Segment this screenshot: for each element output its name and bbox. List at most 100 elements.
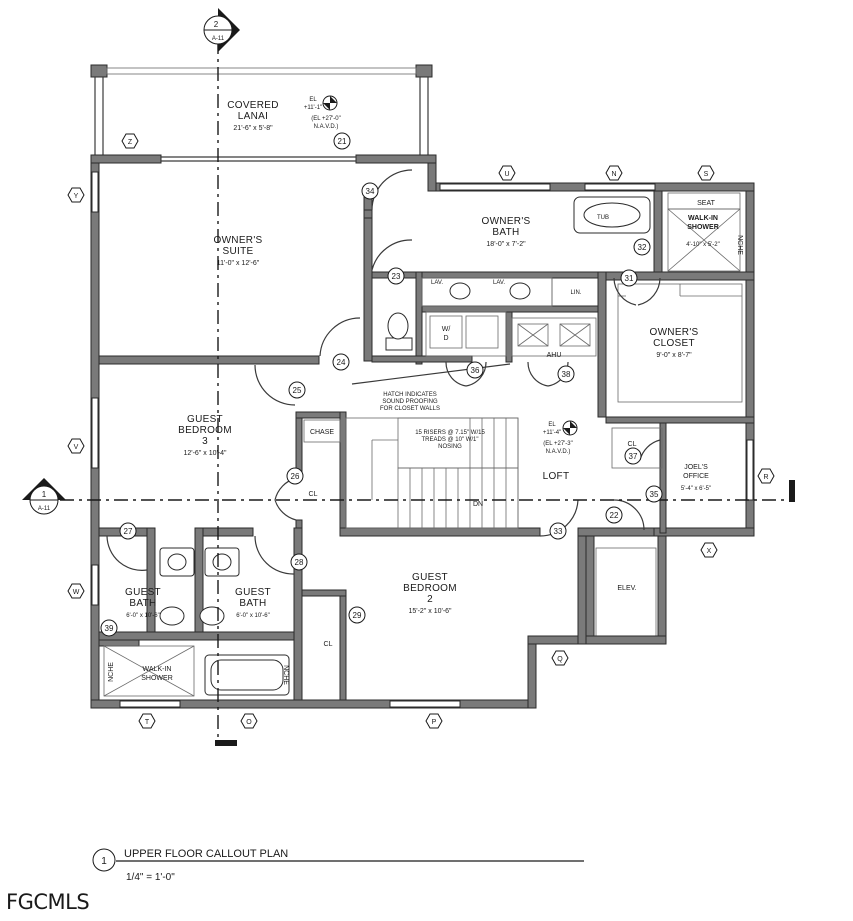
svg-text:O: O [246, 719, 252, 726]
door-tag-39: 39 [100, 619, 118, 637]
door-tag-29: 29 [348, 606, 366, 624]
door-swings [106, 169, 661, 575]
grid-tag-u: U [498, 165, 516, 181]
grid-tag-z: Z [121, 133, 139, 149]
svg-text:+11'-4": +11'-4" [543, 430, 561, 436]
svg-text:P: P [432, 719, 437, 726]
svg-text:WALK-IN: WALK-IN [143, 666, 172, 673]
svg-text:11'-0" x 12'-6": 11'-0" x 12'-6" [217, 260, 260, 267]
svg-text:5'-4" x 6'-5": 5'-4" x 6'-5" [681, 486, 711, 492]
svg-text:34: 34 [366, 187, 375, 196]
svg-text:35: 35 [650, 490, 659, 499]
svg-text:Q: Q [557, 656, 563, 663]
grid-tag-t: T [138, 713, 156, 729]
svg-text:OWNER'S: OWNER'S [213, 235, 262, 246]
door-tag-24: 24 [332, 353, 350, 371]
grid-tag-q: Q [551, 650, 569, 666]
elevation-note-upper: EL +11'-1" (EL +27'-0" N.A.V.D.) [304, 95, 341, 130]
svg-text:LOFT: LOFT [543, 471, 570, 482]
svg-text:N.A.V.D.): N.A.V.D.) [314, 124, 339, 130]
seat-label: SEAT [697, 200, 715, 207]
fixtures: TUB SEAT NCHE LAV. LAV. LIN. W/ D AHU [103, 192, 743, 697]
room-owners-bath: OWNER'S BATH 18'-0" x 7'-2" [481, 216, 530, 248]
svg-text:CLOSET: CLOSET [653, 338, 695, 349]
svg-text:BATH: BATH [239, 598, 266, 609]
title-text: UPPER FLOOR CALLOUT PLAN [124, 848, 288, 860]
section-marker-left: 1 A-11 [22, 478, 66, 515]
svg-text:21'-6" x 5'-8": 21'-6" x 5'-8" [233, 125, 273, 132]
closet-label-3: CL [628, 441, 637, 448]
niche-label-guest-shower: NCHE [108, 662, 115, 682]
svg-text:15'-2" x 10'-6": 15'-2" x 10'-6" [408, 608, 452, 615]
tub-label: TUB [597, 215, 609, 221]
lav-label-1: LAV. [431, 280, 443, 286]
section-end-bottom [215, 740, 237, 746]
closet-label-2: CL [324, 641, 333, 648]
grid-tag-w: W [67, 583, 85, 599]
svg-text:TREADS @ 10" W/1": TREADS @ 10" W/1" [421, 437, 478, 443]
grid-tag-y: Y [67, 187, 85, 203]
svg-text:SUITE: SUITE [223, 246, 254, 257]
svg-text:4'-10" x 5'-2": 4'-10" x 5'-2" [686, 242, 720, 248]
svg-text:COVERED: COVERED [227, 100, 279, 111]
svg-text:22: 22 [610, 511, 619, 520]
svg-text:V: V [74, 444, 79, 451]
stair-note: 15 RISERS @ 7.15" W/15 TREADS @ 10" W/1"… [415, 430, 485, 450]
niche-label-guest-tub: NCHE [282, 665, 289, 685]
watermark-text: FGCMLS [6, 890, 90, 914]
svg-text:GUEST: GUEST [125, 587, 161, 598]
door-tag-23: 23 [387, 267, 405, 285]
svg-text:JOEL'S: JOEL'S [684, 464, 708, 471]
svg-text:FOR CLOSET WALLS: FOR CLOSET WALLS [380, 406, 440, 412]
svg-text:EL: EL [548, 422, 556, 428]
svg-text:33: 33 [554, 527, 563, 536]
room-elevator: ELEV. [617, 585, 636, 592]
door-tag-28: 28 [290, 553, 308, 571]
svg-text:29: 29 [353, 611, 362, 620]
room-loft: LOFT [543, 471, 570, 482]
svg-text:Z: Z [128, 139, 133, 146]
svg-text:Y: Y [74, 193, 79, 200]
door-tag-21: 21 [333, 132, 351, 150]
svg-text:BEDROOM: BEDROOM [178, 425, 232, 436]
title-scale: 1/4" = 1'-0" [126, 872, 175, 883]
door-tag-26: 26 [286, 467, 304, 485]
svg-text:U: U [504, 171, 509, 178]
door-tag-25: 25 [288, 381, 306, 399]
door-tag-33: 33 [549, 522, 567, 540]
svg-text:BATH: BATH [492, 227, 519, 238]
title-block: 1 UPPER FLOOR CALLOUT PLAN 1/4" = 1'-0" [92, 848, 584, 883]
room-owners-suite: OWNER'S SUITE 11'-0" x 12'-6" [213, 235, 262, 267]
svg-text:R: R [763, 474, 768, 481]
svg-text:38: 38 [562, 370, 571, 379]
hatch-note: HATCH INDICATES SOUND PROOFING FOR CLOSE… [380, 392, 440, 412]
svg-text:6'-0" x 10'-6": 6'-0" x 10'-6" [236, 613, 270, 619]
svg-text:BATH: BATH [129, 598, 156, 609]
door-tag-38: 38 [557, 365, 575, 383]
section-number-left: 1 [42, 490, 47, 499]
svg-text:+11'-1": +11'-1" [304, 105, 322, 111]
door-tag-27: 27 [119, 522, 137, 540]
svg-text:ELEV.: ELEV. [617, 585, 636, 592]
door-tag-22: 22 [605, 506, 623, 524]
title-number: 1 [101, 856, 107, 867]
svg-text:GUEST: GUEST [412, 572, 448, 583]
svg-text:2: 2 [427, 594, 433, 605]
svg-text:GUEST: GUEST [187, 414, 223, 425]
svg-text:24: 24 [337, 358, 346, 367]
svg-text:BEDROOM: BEDROOM [403, 583, 457, 594]
lin-label: LIN. [570, 290, 581, 296]
svg-text:27: 27 [124, 527, 133, 536]
svg-text:31: 31 [625, 274, 634, 283]
grid-tag-r: R [757, 468, 775, 484]
svg-text:3: 3 [202, 436, 208, 447]
svg-text:OWNER'S: OWNER'S [481, 216, 530, 227]
room-joels-office: JOEL'S OFFICE 5'-4" x 6'-5" [681, 464, 711, 492]
ahu-label: AHU [547, 352, 562, 359]
section-end-right [789, 480, 795, 502]
svg-text:32: 32 [638, 243, 647, 252]
svg-text:NOSING: NOSING [438, 444, 462, 450]
room-guest-bedroom-2: GUEST BEDROOM 2 15'-2" x 10'-6" [403, 572, 457, 615]
svg-text:SOUND PROOFING: SOUND PROOFING [382, 399, 438, 405]
